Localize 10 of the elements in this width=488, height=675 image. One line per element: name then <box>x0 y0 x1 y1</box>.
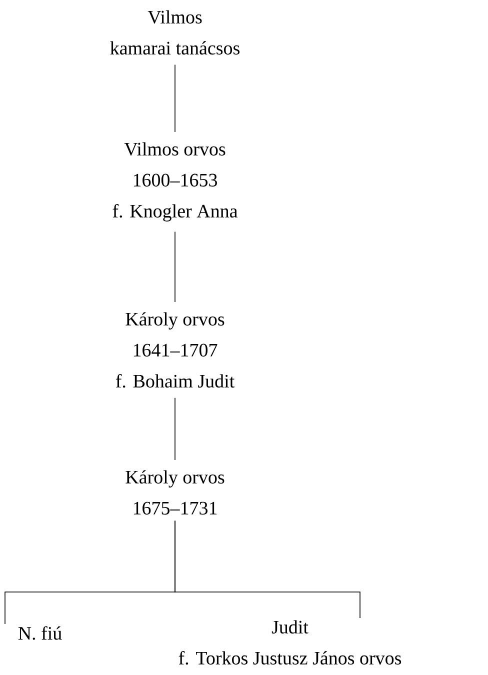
tree-line <box>174 398 176 460</box>
person-entry: N. fiú <box>18 626 62 640</box>
person-entry: Vilmos orvos 1600–1653 f. Knogler Anna <box>112 142 238 222</box>
person-entry: Károly orvos 1675–1731 <box>126 470 224 515</box>
person-entry: Károly orvos 1641–1707 f. Bohaim Judit <box>116 312 235 388</box>
person-entry: Vilmos kamarai tanácsos <box>110 10 240 55</box>
tree-line <box>174 520 360 618</box>
person-entry: Judit f. Torkos Justusz János orvos <box>178 620 402 665</box>
tree-line <box>174 231 176 302</box>
tree-line <box>174 64 176 132</box>
